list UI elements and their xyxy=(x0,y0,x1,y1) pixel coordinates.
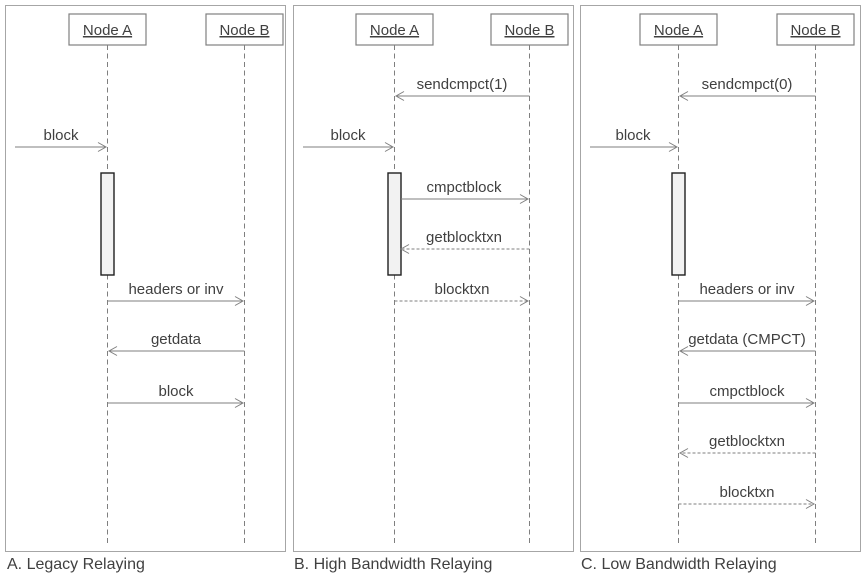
msg-cmpctblock-label: cmpctblock xyxy=(426,179,502,196)
activation-bar xyxy=(671,172,686,276)
msg-cmpctblock-arrowhead xyxy=(805,398,816,408)
actor-label-node-a: Node A xyxy=(654,22,703,39)
msg-block-in-arrowhead xyxy=(668,142,679,152)
actor-label-node-a: Node A xyxy=(83,22,132,39)
msg-sendcmpct0-arrowhead xyxy=(678,91,689,101)
msg-blocktxn-label: blocktxn xyxy=(719,484,774,501)
msg-block-in-arrowhead xyxy=(97,142,108,152)
actor-box-node-b xyxy=(205,13,284,46)
msg-headers-or-inv-label: headers or inv xyxy=(699,281,795,298)
actor-label-node-b: Node B xyxy=(219,22,269,39)
msg-sendcmpct0-label: sendcmpct(0) xyxy=(702,76,793,93)
caption-low-bandwidth-relaying: C. Low Bandwidth Relaying xyxy=(581,556,777,573)
activation-bar xyxy=(100,172,115,276)
caption-legacy-relaying: A. Legacy Relaying xyxy=(7,556,145,573)
msg-headers-or-inv-arrowhead xyxy=(234,296,245,306)
msg-block-in-label: block xyxy=(330,127,366,144)
panel-high-bandwidth-svg: Node A Node B sendcmpct(1) block cmpctbl… xyxy=(303,13,569,543)
actor-box-node-a xyxy=(639,13,718,46)
panel-low-bandwidth-svg: Node A Node B sendcmpct(0) block headers… xyxy=(590,13,855,543)
actor-box-node-b xyxy=(490,13,569,46)
msg-block-relay-label: block xyxy=(158,383,194,400)
msg-getdata-cmpct-label: getdata (CMPCT) xyxy=(688,331,806,348)
msg-getblocktxn-arrowhead xyxy=(678,448,689,458)
msg-block-in-label: block xyxy=(43,127,79,144)
msg-sendcmpct1-label: sendcmpct(1) xyxy=(417,76,508,93)
panel-legacy-svg: Node A Node B block headers or inv getda… xyxy=(15,13,284,543)
msg-headers-or-inv-label: headers or inv xyxy=(128,281,224,298)
panel-low-bandwidth-relaying: Node A Node B sendcmpct(0) block headers… xyxy=(580,5,861,552)
msg-cmpctblock-label: cmpctblock xyxy=(709,383,785,400)
msg-getblocktxn-label: getblocktxn xyxy=(709,433,785,450)
actor-box-node-a xyxy=(355,13,434,46)
msg-getblocktxn-arrowhead xyxy=(399,244,410,254)
msg-block-relay-arrowhead xyxy=(234,398,245,408)
msg-getblocktxn-label: getblocktxn xyxy=(426,229,502,246)
activation-bar xyxy=(387,172,402,276)
panel-high-bandwidth-relaying: Node A Node B sendcmpct(1) block cmpctbl… xyxy=(293,5,574,552)
msg-block-in-arrowhead xyxy=(384,142,395,152)
actor-label-node-b: Node B xyxy=(504,22,554,39)
msg-cmpctblock-arrowhead xyxy=(519,194,530,204)
actor-box-node-b xyxy=(776,13,855,46)
msg-getdata-arrowhead xyxy=(107,346,118,356)
actor-box-node-a xyxy=(68,13,147,46)
msg-getdata-cmpct-arrowhead xyxy=(678,346,689,356)
msg-getdata-label: getdata xyxy=(151,331,202,348)
actor-label-node-a: Node A xyxy=(370,22,419,39)
msg-blocktxn-arrowhead xyxy=(805,499,816,509)
msg-block-in-label: block xyxy=(615,127,651,144)
panel-legacy-relaying: Node A Node B block headers or inv getda… xyxy=(5,5,286,552)
caption-high-bandwidth-relaying: B. High Bandwidth Relaying xyxy=(294,556,493,573)
actor-label-node-b: Node B xyxy=(790,22,840,39)
msg-headers-or-inv-arrowhead xyxy=(805,296,816,306)
msg-blocktxn-label: blocktxn xyxy=(434,281,489,298)
msg-sendcmpct1-arrowhead xyxy=(394,91,405,101)
msg-blocktxn-arrowhead xyxy=(519,296,530,306)
